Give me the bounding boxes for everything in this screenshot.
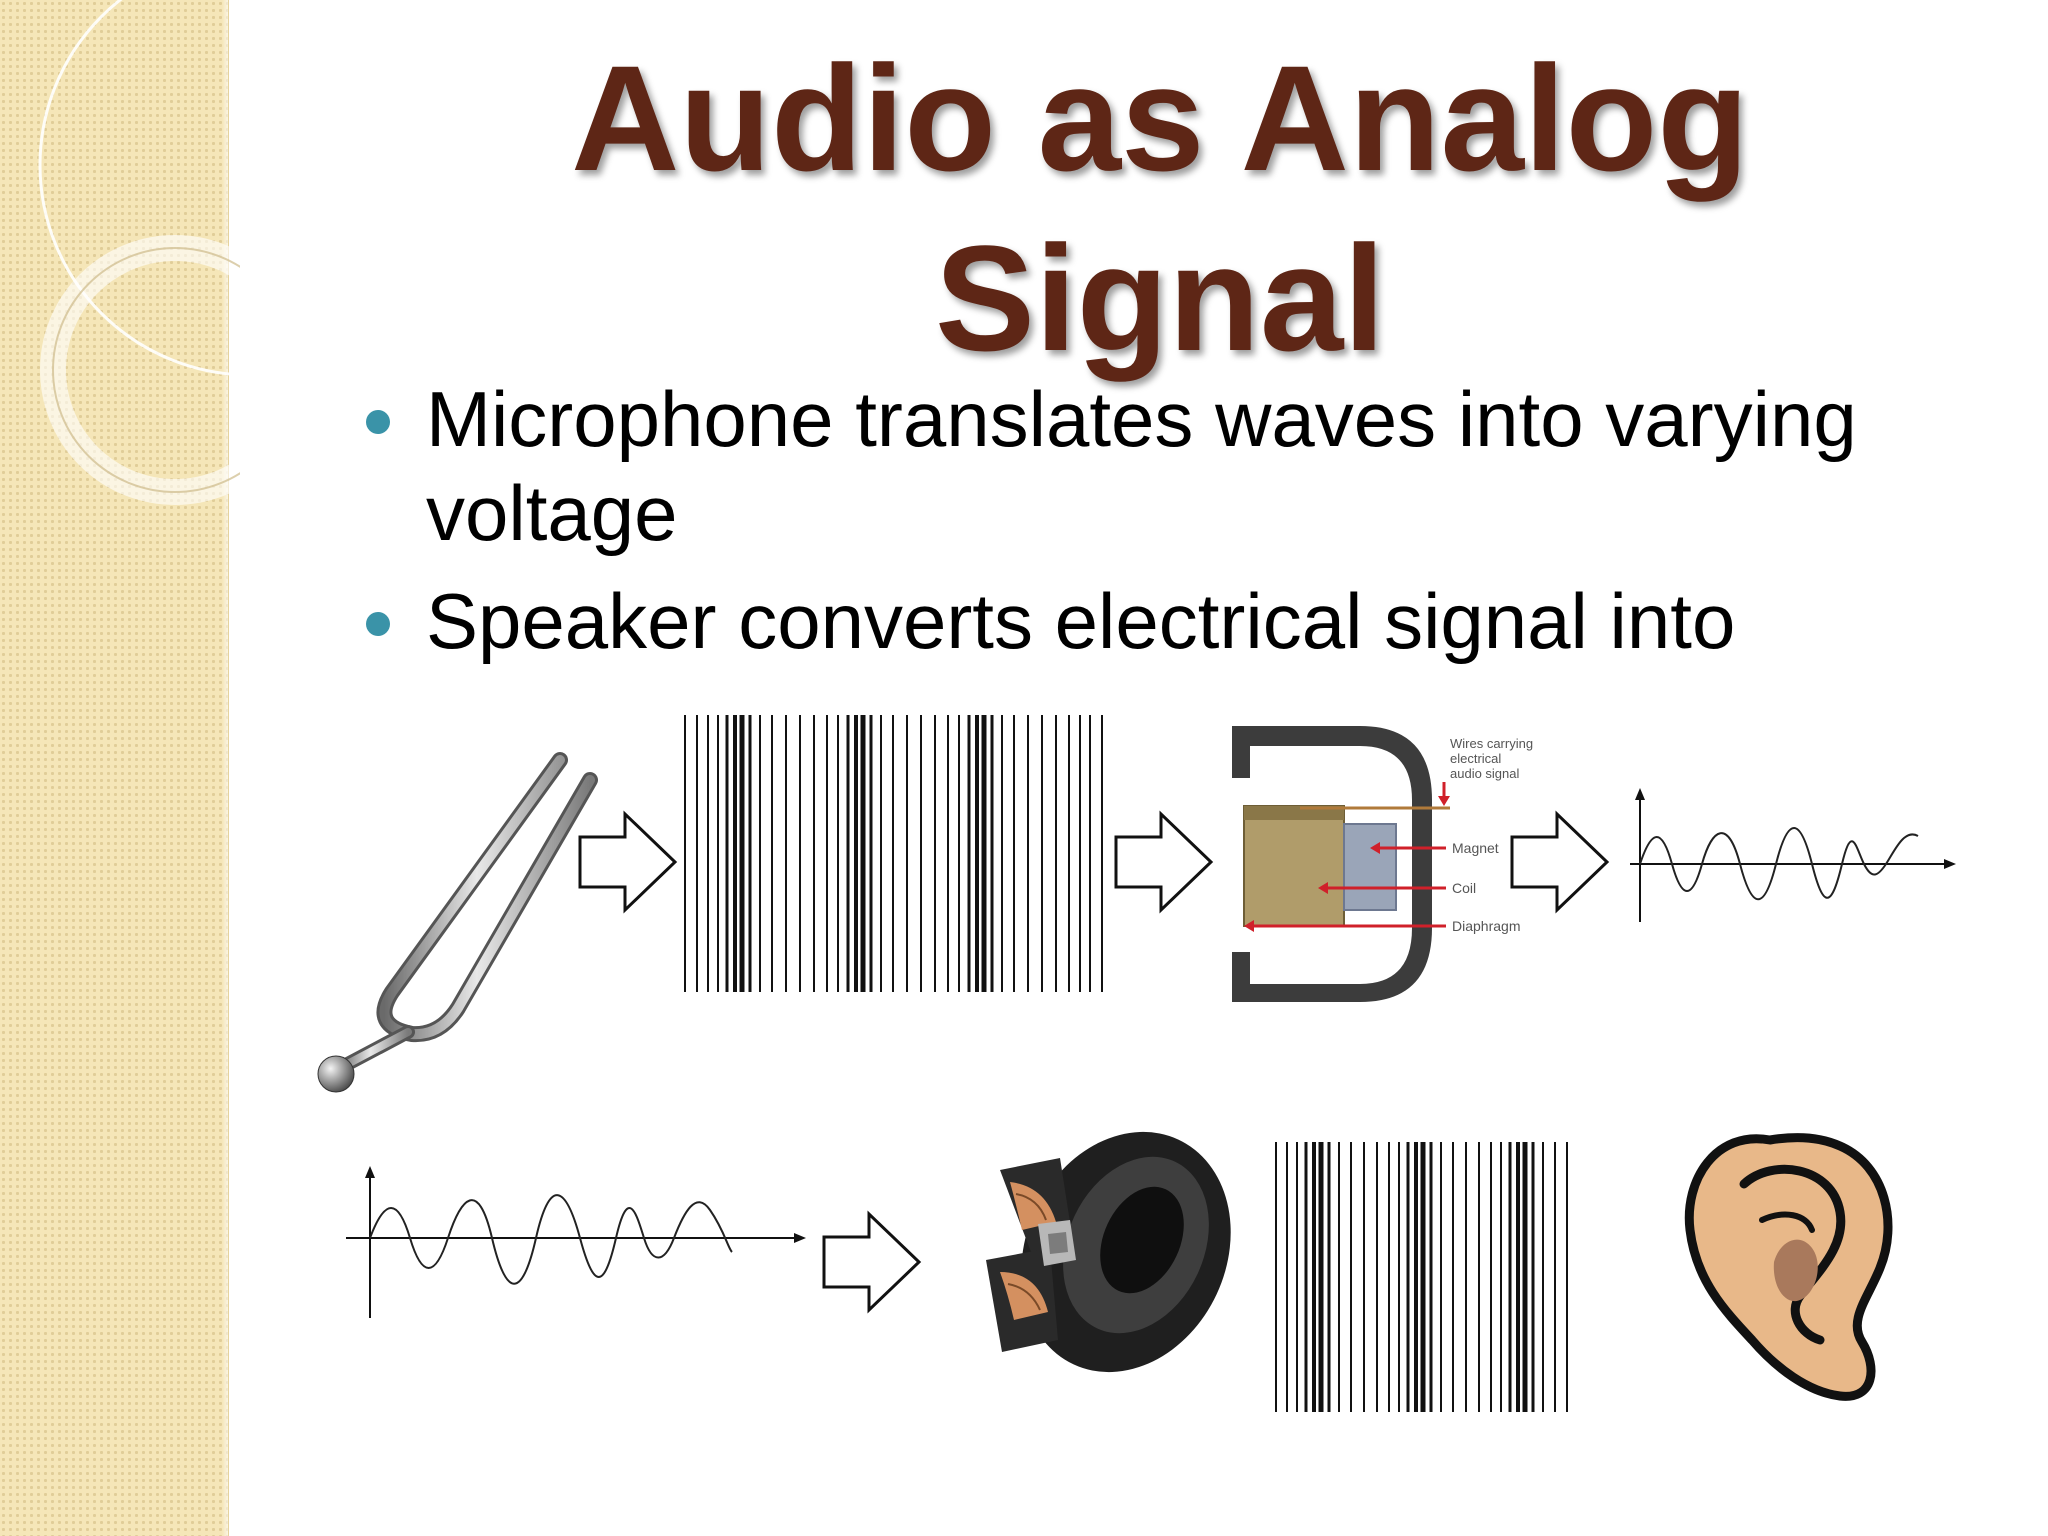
bullet-text: Microphone translates waves into varying…: [426, 375, 1857, 557]
title-line-2: Signal: [934, 214, 1386, 382]
bullet-dot-icon: [366, 410, 390, 434]
bullet-dot-icon: [366, 612, 390, 636]
arrow-right-icon: [822, 1210, 922, 1314]
bullet-item: Microphone translates waves into varying…: [360, 372, 2000, 560]
sound-wave-bars: [684, 715, 1103, 992]
slide-title: Audio as Analog Signal: [380, 28, 1940, 388]
mic-label-wires: Wires carrying electrical audio signal: [1450, 736, 1537, 781]
bullet-list: Microphone translates waves into varying…: [360, 372, 2000, 682]
microphone-diagram: Wires carrying electrical audio signal M…: [1232, 726, 1537, 1002]
ear-icon: [1684, 1133, 1893, 1401]
sound-wave-bars: [1275, 1142, 1568, 1412]
audio-signal-figure: Wires carrying electrical audio signal M…: [317, 715, 1956, 1412]
waveform-graph: [1630, 788, 1956, 922]
speaker-icon: [986, 1131, 1231, 1373]
bullet-text: Speaker converts electrical signal into: [426, 577, 1736, 665]
decorative-rings: [38, 0, 240, 505]
tuning-fork-icon: [317, 752, 598, 1093]
arrow-right-icon: [1510, 810, 1610, 914]
waveform-graph: [346, 1166, 806, 1318]
arrow-right-icon: [1114, 810, 1214, 914]
arrow-right-icon: [578, 810, 678, 914]
mic-label-diaphragm: Diaphragm: [1452, 918, 1520, 934]
bullet-item: Speaker converts electrical signal into: [360, 574, 2000, 668]
title-line-1: Audio as Analog: [571, 34, 1749, 202]
mic-label-magnet: Magnet: [1452, 840, 1499, 856]
mic-label-coil: Coil: [1452, 880, 1476, 896]
